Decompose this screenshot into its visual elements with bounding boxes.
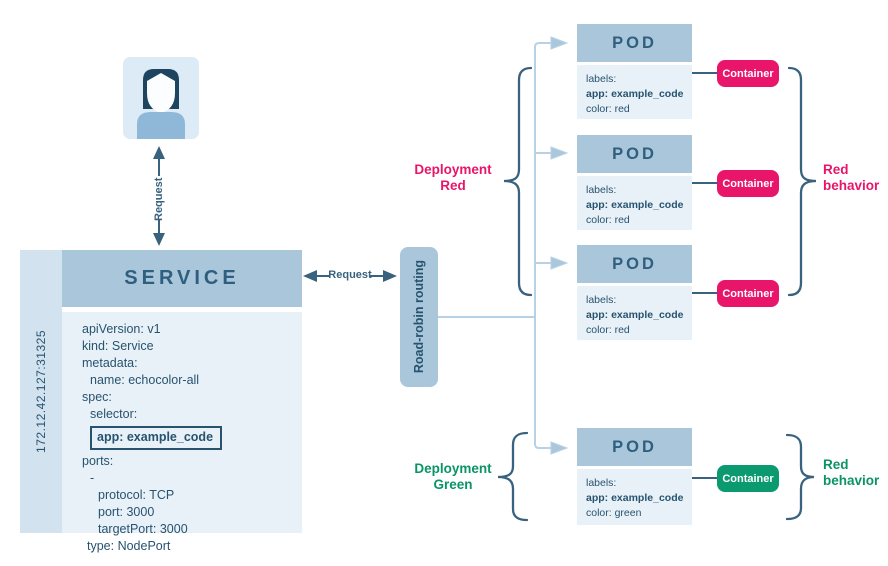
pod1-arrow-icon	[550, 36, 569, 50]
yaml-line: -	[90, 471, 95, 485]
user-avatar	[123, 57, 199, 139]
deployment-green-label: Deployment Green	[414, 461, 492, 492]
yaml-line: ports:	[82, 454, 114, 468]
service-ip-address: 172.12.42.127:31325	[34, 330, 48, 453]
yaml-line: app: example_code	[82, 423, 302, 453]
pod-color-line: color: red	[586, 103, 630, 115]
pod-header: POD	[577, 245, 692, 283]
pod-header: POD	[577, 135, 692, 173]
pod-labels-line: labels:	[586, 477, 617, 489]
container-chip-red-3: Container	[717, 280, 779, 307]
pod-app-line: app: example_code	[586, 492, 684, 504]
yaml-line: port: 3000	[98, 505, 155, 519]
yaml-line: apiVersion: v1	[82, 322, 161, 336]
yaml-line: spec:	[82, 390, 112, 404]
yaml-line: selector:	[90, 407, 138, 421]
pod-header: POD	[577, 24, 692, 62]
person-icon	[137, 69, 185, 139]
brace-red-right	[787, 66, 817, 297]
router-label: Road-robin routing	[412, 260, 426, 374]
deployment-red-label: Deployment Red	[414, 162, 492, 193]
container-chip-red-1: Container	[717, 60, 779, 87]
service-address-strip: 172.12.42.127:31325	[20, 250, 62, 533]
service-title: SERVICE	[62, 250, 302, 307]
pod-green: POD labels: app: example_code color: gre…	[577, 428, 692, 525]
pod-app-line: app: example_code	[586, 199, 684, 211]
container-link-lines	[692, 72, 717, 479]
pod-labels-line: labels:	[586, 184, 617, 196]
pod-app-line: app: example_code	[586, 309, 684, 321]
green-behavior-label: Red behavior	[823, 457, 880, 488]
yaml-line: targetPort: 3000	[98, 522, 188, 536]
pod4-arrow-icon	[550, 441, 569, 455]
round-robin-router: Road-robin routing	[400, 247, 438, 387]
pod-labels-line: labels:	[586, 73, 617, 85]
request-vertical-label: Request	[153, 177, 165, 221]
yaml-line: kind: Service	[82, 339, 154, 353]
container-chip-red-2: Container	[717, 170, 779, 197]
pod-color-line: color: red	[586, 214, 630, 226]
service-card: 172.12.42.127:31325 SERVICE apiVersion: …	[20, 250, 302, 553]
yaml-line: metadata:	[82, 356, 138, 370]
red-behavior-label: Red behavior	[823, 162, 880, 193]
service-yaml: apiVersion: v1 kind: Service metadata: n…	[62, 312, 302, 553]
yaml-line: type: NodePort	[87, 539, 171, 553]
pod-header: POD	[577, 428, 692, 466]
pod-labels-line: labels:	[586, 294, 617, 306]
yaml-line: protocol: TCP	[98, 488, 175, 502]
pod-color-line: color: red	[586, 324, 630, 336]
pod-app-line: app: example_code	[586, 88, 684, 100]
pod-red-1: POD labels: app: example_code color: red	[577, 24, 692, 119]
request-horizontal-label: Request	[328, 269, 372, 281]
container-chip-green: Container	[717, 465, 779, 492]
pod-red-3: POD labels: app: example_code color: red	[577, 245, 692, 340]
brace-green-right	[785, 433, 815, 521]
pod-red-2: POD labels: app: example_code color: red	[577, 135, 692, 230]
pod2-arrow-icon	[550, 146, 569, 160]
pod3-arrow-icon	[550, 256, 569, 270]
brace-red-left	[503, 66, 533, 297]
routing-tree-lines	[438, 36, 569, 455]
yaml-line: name: echocolor-all	[90, 373, 200, 387]
selector-highlight-box: app: example_code	[90, 426, 223, 450]
pod-color-line: color: green	[586, 507, 642, 519]
